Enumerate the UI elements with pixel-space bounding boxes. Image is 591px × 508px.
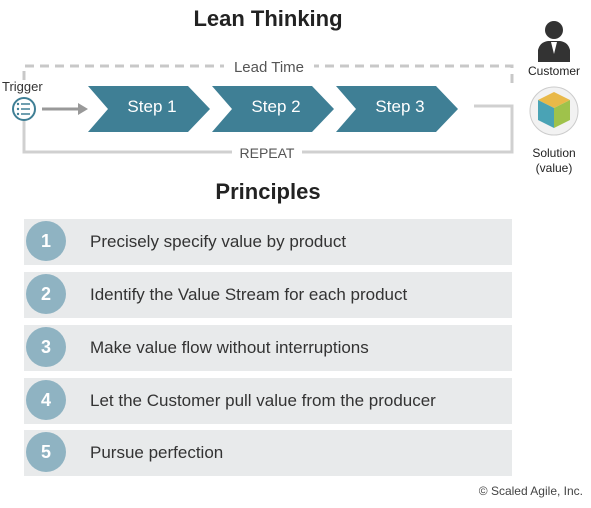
principle-number-badge: 2: [26, 274, 66, 314]
step-2-label: Step 2: [251, 97, 301, 116]
repeat-label: REPEAT: [232, 145, 302, 161]
step-3-label: Step 3: [375, 97, 425, 116]
principle-text: Make value flow without interruptions: [90, 338, 369, 357]
step-1-chevron: [88, 86, 210, 132]
step-2-chevron: [212, 86, 334, 132]
lead-time-label: Lead Time: [224, 59, 314, 76]
principle-row-5: 5 Pursue perfection: [24, 430, 512, 476]
principle-text: Precisely specify value by product: [90, 232, 347, 251]
trigger-icon: [12, 97, 36, 121]
trigger-arrow: [42, 103, 88, 115]
solution-label-line2: (value): [535, 161, 573, 175]
step-1-label: Step 1: [127, 97, 177, 116]
principle-text: Identify the Value Stream for each produ…: [90, 285, 408, 304]
principle-text: Let the Customer pull value from the pro…: [90, 391, 436, 410]
trigger-label: Trigger: [2, 79, 43, 94]
diagram-title: Lean Thinking: [193, 6, 343, 31]
customer-label: Customer: [527, 64, 580, 78]
principle-row-1: 1 Precisely specify value by product: [24, 219, 512, 265]
solution-label: Solution (value): [522, 146, 586, 176]
principle-row-4: 4 Let the Customer pull value from the p…: [24, 378, 512, 424]
step-3-chevron: [336, 86, 458, 132]
copyright-notice: © Scaled Agile, Inc.: [478, 484, 583, 498]
value-flow-diagram: [12, 21, 579, 154]
solution-cube-icon: [529, 86, 579, 136]
principles-title: Principles: [215, 179, 321, 204]
repeat-loop: [22, 104, 514, 154]
principle-number-badge: 1: [26, 221, 66, 261]
principle-text: Pursue perfection: [90, 443, 224, 462]
principle-row-3: 3 Make value flow without interruptions: [24, 325, 512, 371]
principle-row-2: 2 Identify the Value Stream for each pro…: [24, 272, 512, 318]
solution-label-line1: Solution: [532, 146, 576, 160]
principle-number-badge: 3: [26, 327, 66, 367]
principle-number-badge: 4: [26, 380, 66, 420]
principle-number-badge: 5: [26, 432, 66, 472]
customer-icon: [538, 21, 570, 62]
